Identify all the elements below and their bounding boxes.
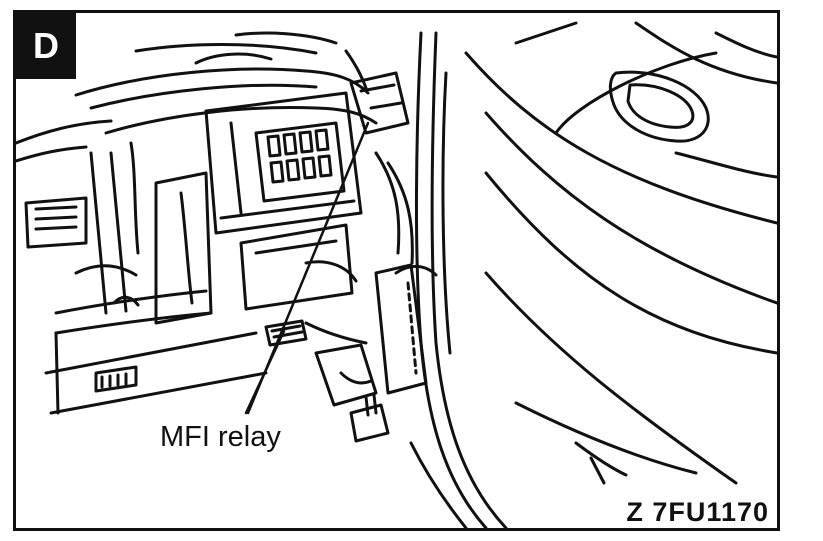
door-sill [514, 401, 698, 485]
door-handle [608, 31, 777, 179]
fuse-box [204, 91, 363, 311]
diagram-frame: D MFI relay Z 7FU1170 [13, 10, 780, 531]
mfi-relay [264, 319, 308, 347]
callout-leader-lines [244, 121, 370, 415]
figure-code: Z 7FU1170 [622, 497, 775, 528]
door-panel [464, 21, 777, 485]
line-drawing [16, 21, 777, 528]
section-letter-badge: D [16, 13, 76, 79]
upper-wire-harness [74, 31, 378, 135]
door-pillar [394, 31, 508, 528]
mfi-relay-label: MFI relay [158, 421, 283, 454]
dashboard-left-panel [16, 119, 268, 415]
